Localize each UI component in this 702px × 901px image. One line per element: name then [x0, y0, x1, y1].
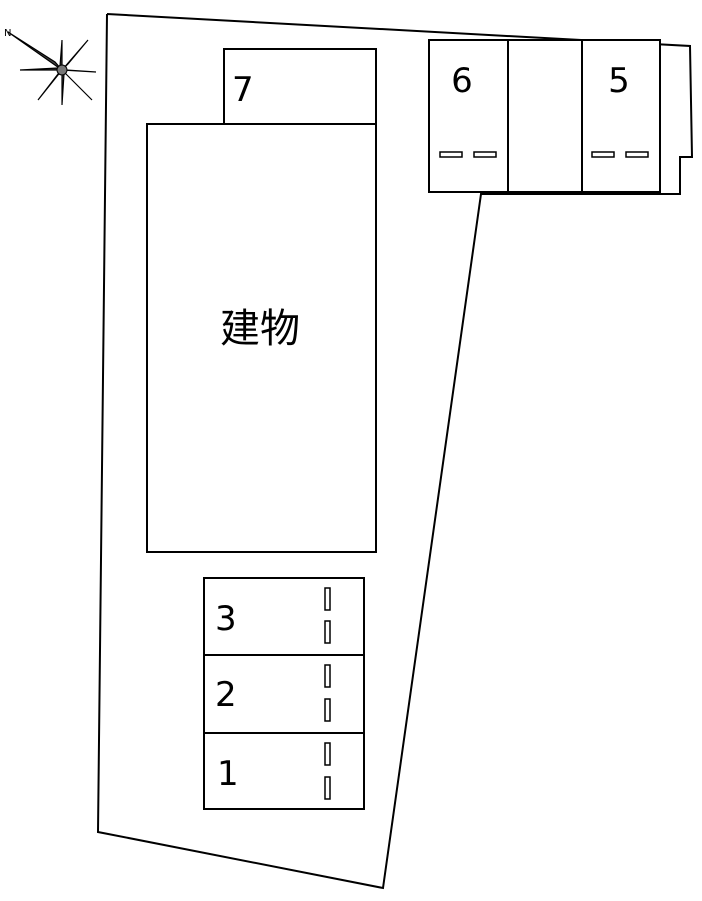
wheel-stops-5 [591, 151, 649, 158]
parking-row-top [428, 39, 661, 193]
parking-space-2-label: 2 [215, 675, 237, 715]
compass-north-letter: N [4, 28, 11, 39]
parking-space-6-label: 6 [451, 61, 473, 101]
parking-space-3-label: 3 [215, 599, 237, 639]
site-boundary [96, 13, 694, 890]
parking-space-1-label: 1 [217, 754, 239, 794]
parking-space-5-label: 5 [608, 61, 630, 101]
building [146, 123, 377, 553]
parking-space-7 [223, 48, 377, 126]
north-arrow-compass-icon: N [4, 28, 97, 106]
parking-row-bottom [203, 577, 365, 810]
wheel-stops-bottom [324, 587, 331, 800]
building-label: 建物 [220, 306, 300, 352]
parking-space-7-label: 7 [232, 70, 254, 110]
wheel-stops-6 [439, 151, 497, 158]
